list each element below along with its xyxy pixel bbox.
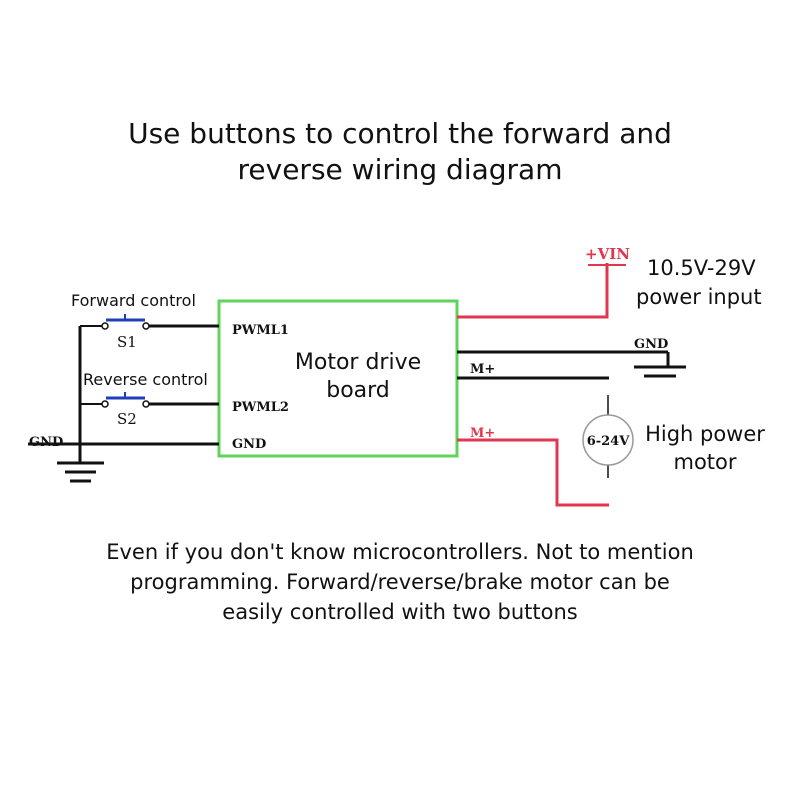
caption-line-1: Even if you don't know microcontrollers.… — [106, 540, 694, 564]
s1-contact-right — [142, 322, 150, 330]
s2-contact-left — [101, 400, 109, 408]
board-label-line-1: Motor drive — [295, 350, 421, 375]
m-plus-red-wire — [457, 438, 609, 507]
title-line-1: Use buttons to control the forward and — [128, 117, 672, 150]
power-input-line-2: power input — [636, 285, 762, 309]
diagram-title: Use buttons to control the forward and r… — [0, 116, 800, 188]
motor-voltage-label: 6-24V — [587, 434, 631, 449]
motor-icon — [582, 414, 634, 466]
caption-line-3: easily controlled with two buttons — [222, 600, 578, 624]
pin-gnd-label: GND — [232, 437, 266, 452]
pin-pwml1-label: PWML1 — [232, 323, 289, 338]
motor-label-line-2: motor — [673, 450, 736, 474]
power-input-line-1: 10.5V-29V — [647, 256, 756, 280]
switch-s1-label: S1 — [117, 333, 137, 351]
pin-m-plus-2-label: M+ — [470, 426, 495, 441]
right-gnd-label: GND — [634, 337, 668, 352]
vin-label: +VIN — [585, 245, 630, 263]
forward-control-label: Forward control — [71, 291, 196, 310]
caption-line-2: programming. Forward/reverse/brake motor… — [130, 570, 670, 594]
diagram-caption: Even if you don't know microcontrollers.… — [0, 537, 800, 627]
s2-contact-right — [142, 400, 150, 408]
pin-m-plus-1-label: M+ — [470, 362, 495, 377]
vin-wire — [457, 263, 609, 319]
pin-pwml2-label: PWML2 — [232, 400, 289, 415]
s1-contact-left — [101, 322, 109, 330]
title-line-2: reverse wiring diagram — [237, 153, 563, 186]
motor-label-line-1: High power — [645, 422, 765, 446]
reverse-control-label: Reverse control — [83, 370, 208, 389]
switch-s2-label: S2 — [117, 410, 137, 428]
board-label-line-2: board — [326, 378, 390, 403]
